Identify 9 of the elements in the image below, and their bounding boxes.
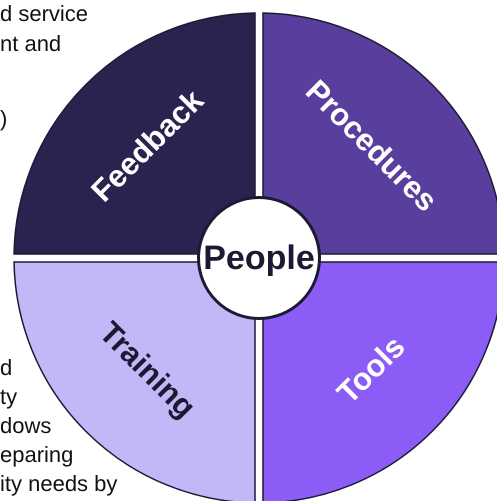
text-fragment: ity needs by	[0, 472, 118, 496]
center-label: People	[203, 238, 315, 278]
text-fragment: ty	[0, 385, 18, 409]
text-fragment: nt and	[0, 32, 62, 56]
text-fragment: dows	[0, 414, 52, 438]
text-fragment: d	[0, 356, 12, 380]
text-fragment: eparing	[0, 443, 74, 467]
text-fragment: )	[0, 107, 8, 131]
text-fragment: d service	[0, 2, 88, 26]
